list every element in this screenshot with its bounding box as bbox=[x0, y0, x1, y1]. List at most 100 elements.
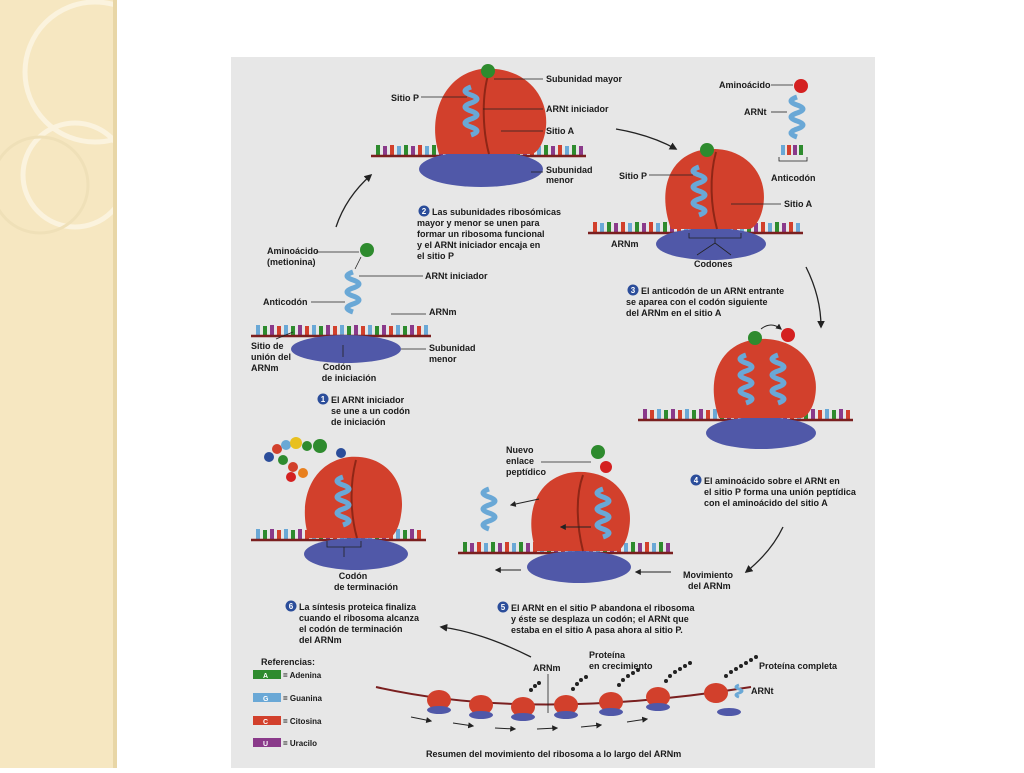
mrna-base bbox=[692, 410, 696, 420]
mrna-base bbox=[263, 326, 267, 336]
summary-label-proteina-1: Proteína bbox=[589, 650, 626, 660]
trna-initiator bbox=[462, 84, 480, 138]
step2-line-5: el sitio P bbox=[417, 251, 454, 261]
mrna-base bbox=[642, 223, 646, 233]
label-subunidad-menor-1: Subunidad bbox=[429, 343, 476, 353]
legend-label-guanina: = Guanina bbox=[283, 694, 322, 703]
mrna-base bbox=[333, 326, 337, 336]
mrna-base bbox=[368, 325, 372, 335]
label-arnt-iniciador: ARNt iniciador bbox=[546, 104, 609, 114]
svg-text:U: U bbox=[263, 741, 268, 748]
mrna-base bbox=[397, 146, 401, 156]
mrna-base bbox=[663, 222, 667, 232]
amino-acid-a-site bbox=[781, 328, 795, 342]
label-codon-2: de terminación bbox=[334, 582, 398, 592]
mrna-base bbox=[628, 223, 632, 233]
trna-p-site bbox=[594, 486, 612, 540]
anticodon-bases bbox=[781, 145, 803, 155]
svg-text:A: A bbox=[263, 673, 268, 680]
svg-text:2: 2 bbox=[422, 207, 427, 216]
small-subunit bbox=[706, 417, 816, 449]
mrna-base bbox=[789, 222, 793, 232]
label-subunidad-menor-2: menor bbox=[429, 354, 457, 364]
mrna-base bbox=[298, 325, 302, 335]
summary-label-proteina-2: en crecimiento bbox=[589, 661, 653, 671]
label-aminoacido: Aminoácido bbox=[719, 80, 771, 90]
svg-text:G: G bbox=[263, 696, 269, 703]
label-sitio-union-2: unión del bbox=[251, 352, 291, 362]
mrna-base bbox=[425, 146, 429, 156]
mrna-base bbox=[403, 530, 407, 540]
panel-step6: Codón de terminación bbox=[251, 437, 426, 592]
mrna-base bbox=[572, 145, 576, 155]
label-nuevo: Nuevo bbox=[506, 445, 534, 455]
step6-line-3: el codón de terminación bbox=[299, 624, 403, 634]
mrna-base bbox=[263, 530, 267, 540]
mrna-base bbox=[818, 410, 822, 420]
mrna-base bbox=[375, 326, 379, 336]
mrna-base bbox=[659, 542, 663, 552]
panel-step1: Aminoácido (metionina) ARNt iniciador An… bbox=[251, 243, 488, 383]
mrna-base bbox=[544, 145, 548, 155]
summary-arrows bbox=[410, 716, 649, 732]
label-sitio-p: Sitio P bbox=[619, 171, 647, 181]
small-subunit bbox=[419, 151, 543, 187]
mrna-base bbox=[796, 223, 800, 233]
decorative-sidebar bbox=[0, 0, 113, 768]
legend-title: Referencias: bbox=[261, 657, 315, 667]
label-codones: Codones bbox=[694, 259, 733, 269]
large-subunit bbox=[304, 456, 403, 538]
mrna-base bbox=[403, 326, 407, 336]
mrna-base bbox=[649, 222, 653, 232]
mrna-base bbox=[558, 145, 562, 155]
mrna-base bbox=[579, 146, 583, 156]
mrna-base bbox=[305, 326, 309, 336]
summary-caption: Resumen del movimiento del ribosoma a lo… bbox=[426, 749, 681, 759]
mrna-base bbox=[512, 543, 516, 553]
label-sitio-union-3: ARNm bbox=[251, 363, 279, 373]
label-peptidico: peptídico bbox=[506, 467, 547, 477]
mrna-base bbox=[650, 410, 654, 420]
mrna-base bbox=[277, 326, 281, 336]
decorative-circles bbox=[0, 0, 113, 235]
mrna-base bbox=[396, 529, 400, 539]
svg-text:3: 3 bbox=[631, 286, 636, 295]
mrna-base bbox=[537, 146, 541, 156]
anticodon-base bbox=[793, 145, 797, 155]
mrna-base bbox=[551, 146, 555, 156]
step5-caption: 5 El ARNt en el sitio P abandona el ribo… bbox=[497, 601, 696, 635]
mrna-base bbox=[484, 543, 488, 553]
step2-line-3: formar un ribosoma funcional bbox=[417, 229, 545, 239]
legend-label-adenina: = Adenina bbox=[283, 671, 322, 680]
mrna-base bbox=[754, 223, 758, 233]
mrna-base bbox=[277, 530, 281, 540]
large-subunit bbox=[435, 68, 547, 154]
label-movimiento-2: del ARNm bbox=[688, 581, 731, 591]
step3-line-2: se aparea con el codón siguiente bbox=[626, 297, 768, 307]
mrna-base bbox=[635, 222, 639, 232]
small-subunit bbox=[656, 228, 766, 260]
mrna-base bbox=[638, 543, 642, 553]
svg-text:1: 1 bbox=[321, 395, 326, 404]
mrna-base bbox=[491, 542, 495, 552]
mrna-strand bbox=[251, 325, 431, 338]
mrna-base bbox=[664, 410, 668, 420]
mrna-base bbox=[390, 145, 394, 155]
mrna-base bbox=[666, 543, 670, 553]
trna-p-site bbox=[690, 164, 708, 218]
svg-text:C: C bbox=[263, 719, 268, 726]
summary-panel: ARNm Proteína en crecimiento Proteína co… bbox=[375, 650, 838, 759]
mrna-base bbox=[284, 325, 288, 335]
small-subunit bbox=[304, 538, 408, 570]
step2-line-1: Las subunidades ribosómicas bbox=[432, 207, 561, 217]
large-subunit bbox=[665, 148, 764, 229]
mrna-base bbox=[418, 145, 422, 155]
protein-synthesis-figure: Subunidad mayor Sitio P ARNt iniciador S… bbox=[231, 57, 875, 768]
mrna-base bbox=[326, 325, 330, 335]
legend-label-uracilo: = Uracilo bbox=[283, 739, 317, 748]
mrna-base bbox=[417, 530, 421, 540]
label-sitio-a: Sitio A bbox=[784, 199, 813, 209]
mrna-base bbox=[424, 325, 428, 335]
step1-caption: 1 El ARNt iniciador se une a un codón de… bbox=[317, 393, 410, 427]
mrna-base bbox=[319, 326, 323, 336]
